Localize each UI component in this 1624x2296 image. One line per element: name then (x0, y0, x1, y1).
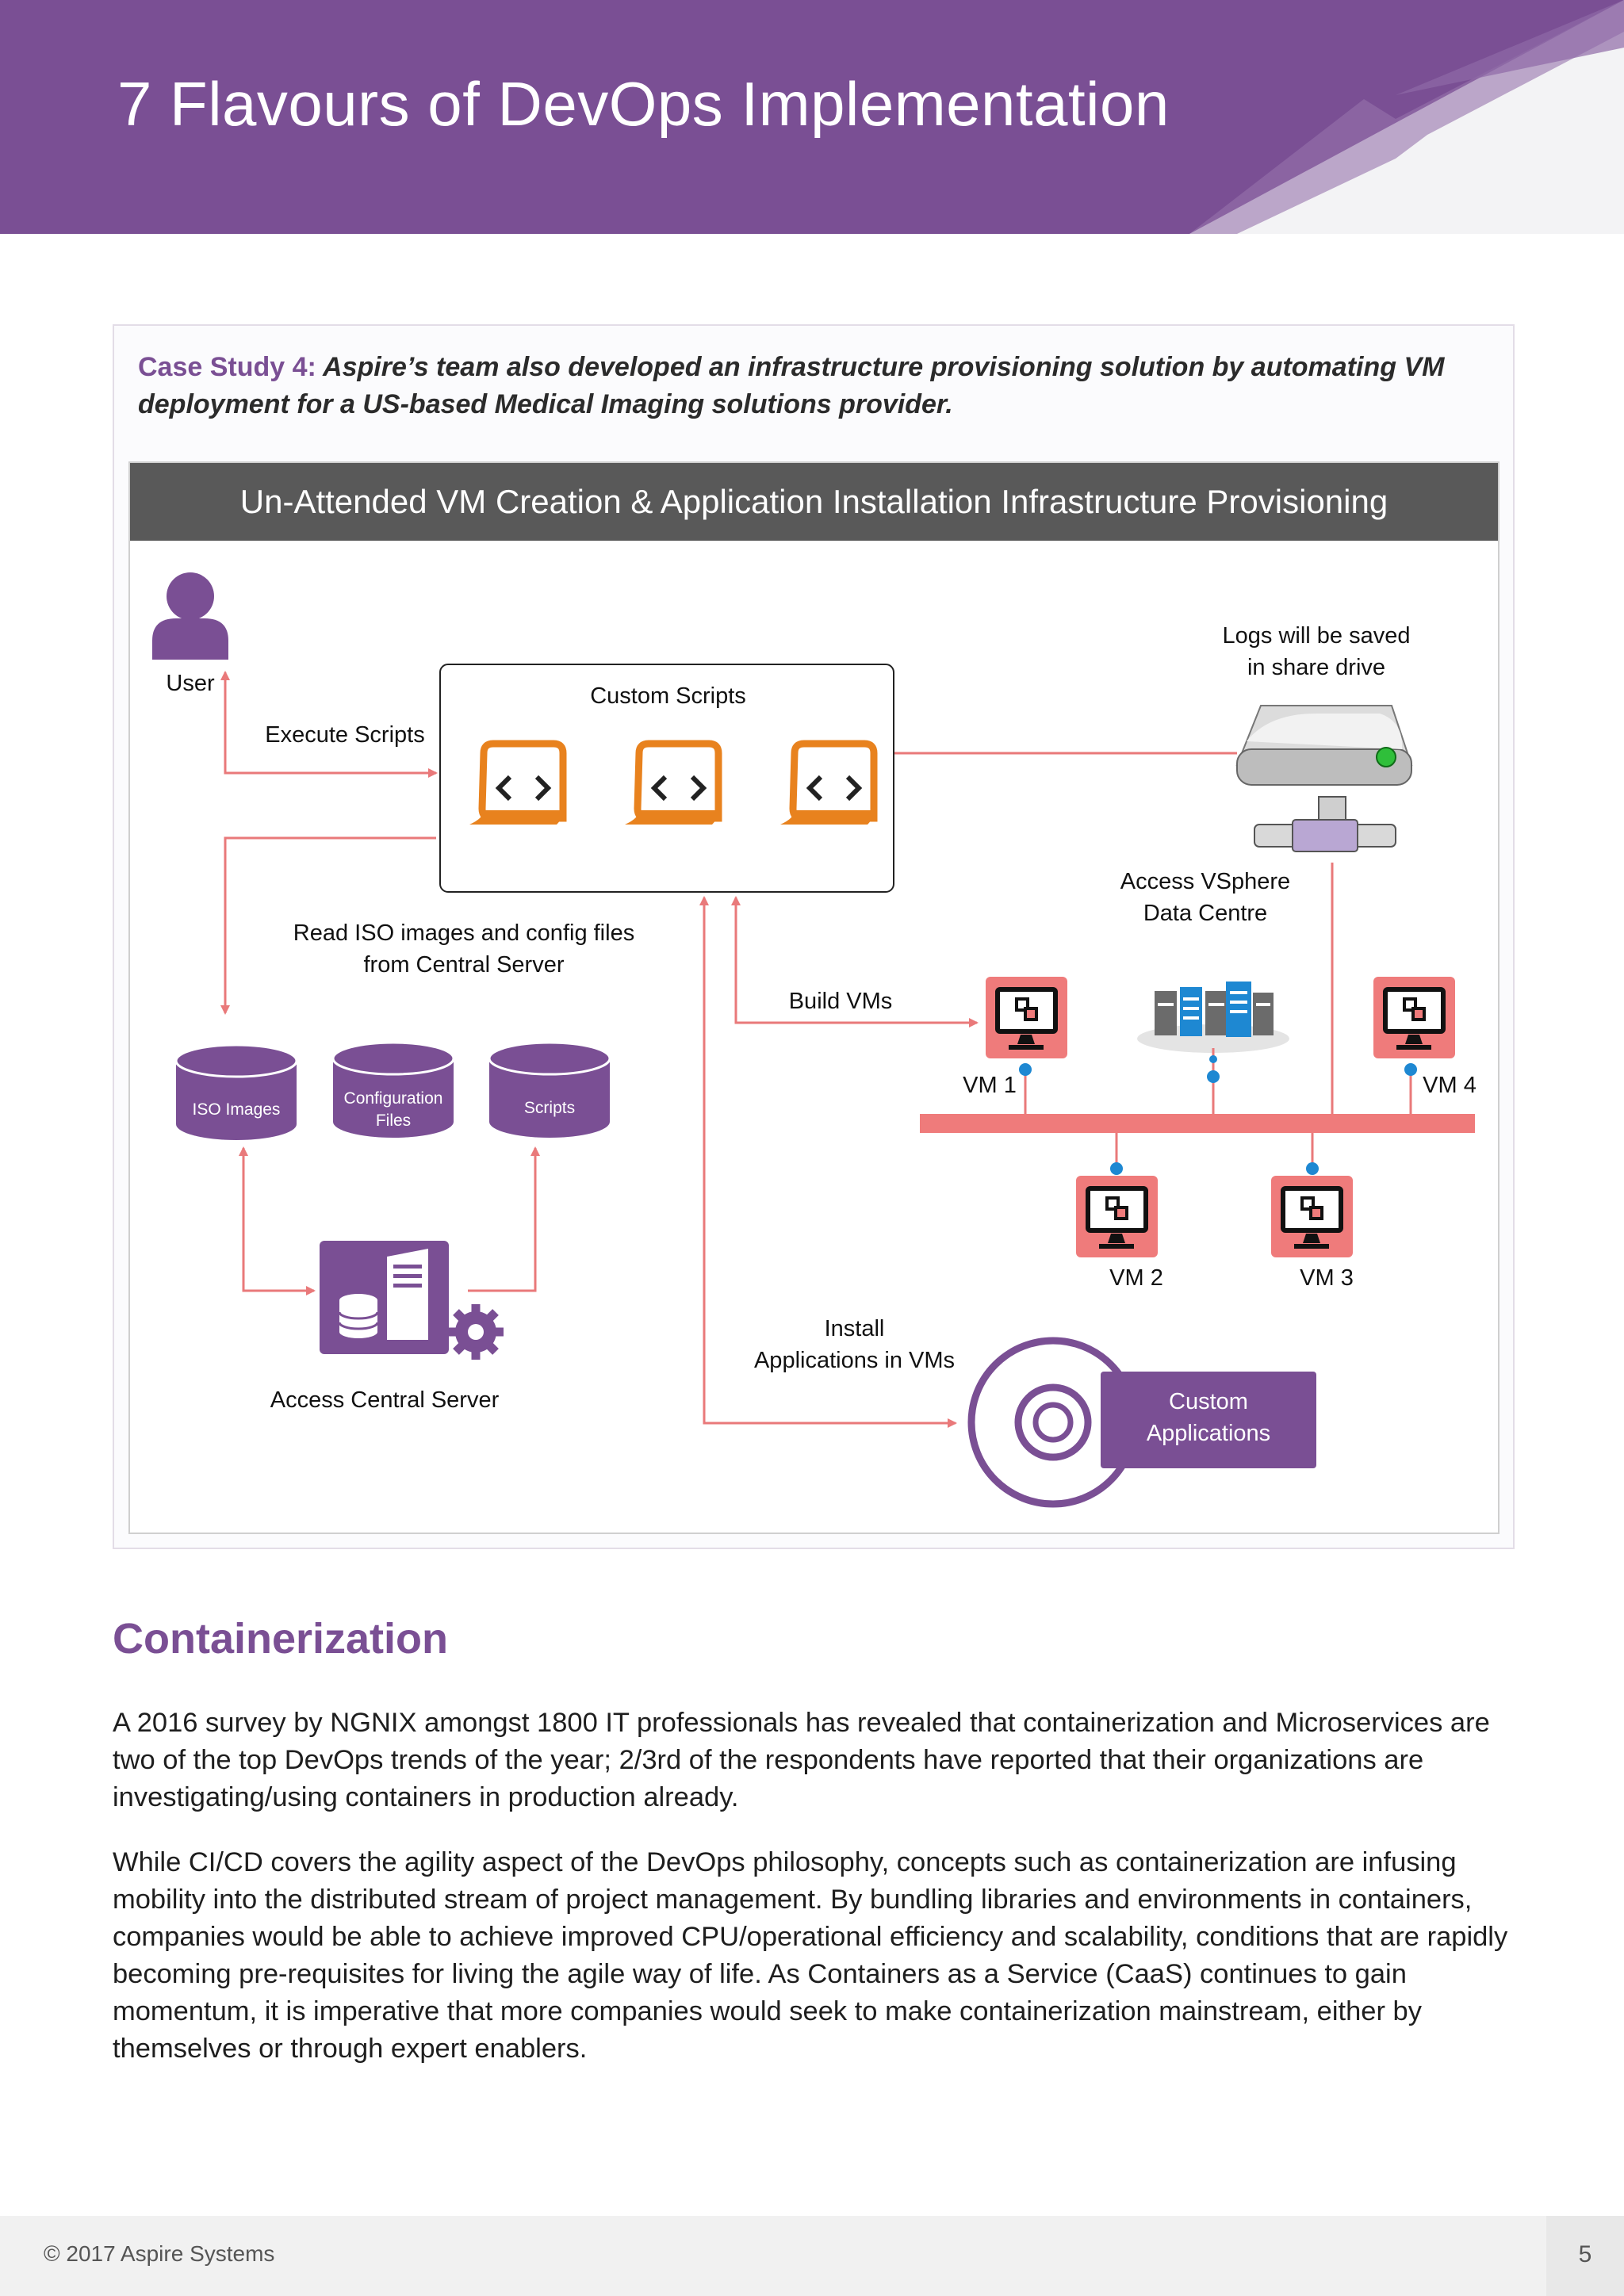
vsphere-line1: Access VSphere (1120, 869, 1291, 894)
vm3-label: VM 3 (1300, 1265, 1354, 1291)
configuration-label-line2: Files (375, 1112, 412, 1130)
page-number-background (1546, 2216, 1624, 2296)
logs-label: Logs will be saved in share drive (1189, 620, 1443, 683)
install-line1: Install (824, 1316, 885, 1341)
custom-applications-label: Custom Applications (1101, 1386, 1316, 1449)
page-title: 7 Flavours of DevOps Implementation (117, 69, 1170, 139)
iso-images-database-icon (174, 1043, 298, 1140)
custom-applications-box (1101, 1372, 1316, 1468)
read-iso-line1: Read ISO images and config files (293, 920, 635, 946)
connector-read-iso (220, 836, 436, 1015)
vsphere-label: Access VSphere Data Centre (1086, 866, 1324, 929)
custom-scripts-label: Custom Scripts (590, 683, 746, 709)
copyright: © 2017 Aspire Systems (44, 2241, 275, 2266)
case-study-label: Case Study 4: (138, 352, 316, 382)
iso-images-label: ISO Images (192, 1100, 281, 1119)
connector-server-iso (239, 1146, 314, 1292)
vm1-label: VM 1 (963, 1073, 1017, 1098)
footer (0, 2216, 1624, 2296)
header-decoration (1189, 0, 1624, 234)
network-bus (920, 1114, 1475, 1133)
share-drive-icon (1235, 705, 1413, 852)
paragraph-cicd: While CI/CD covers the agility aspect of… (113, 1847, 1508, 2064)
execute-scripts-label: Execute Scripts (265, 722, 425, 748)
configuration-files-label: Configuration Files (333, 1088, 454, 1132)
read-iso-label: Read ISO images and config files from Ce… (270, 917, 658, 981)
case-study-description: Aspire’s team also developed an infrastr… (138, 352, 1445, 419)
script-icon (625, 740, 722, 825)
scripts-database-icon (488, 1041, 611, 1138)
case-study-text: Case Study 4: Aspire’s team also develop… (138, 349, 1502, 423)
configuration-label-line1: Configuration (343, 1089, 443, 1108)
read-iso-line2: from Central Server (363, 952, 565, 978)
vm2-label: VM 2 (1109, 1265, 1163, 1291)
diagram-title: Un-Attended VM Creation & Application In… (130, 463, 1498, 541)
script-icon (780, 740, 878, 825)
logs-line2: in share drive (1247, 655, 1386, 680)
vm1-monitor-icon (986, 977, 1067, 1058)
logs-line1: Logs will be saved (1222, 623, 1411, 649)
vsphere-datacentre-icon (1137, 982, 1289, 1053)
install-label: Install Applications in VMs (733, 1313, 975, 1376)
configuration-files-database-icon (331, 1041, 455, 1138)
scripts-db-label: Scripts (523, 1099, 576, 1117)
install-line2: Applications in VMs (753, 1348, 956, 1373)
vm4-monitor-icon (1373, 977, 1455, 1058)
paragraph-survey: A 2016 survey by NGNIX amongst 1800 IT p… (113, 1708, 1490, 1812)
vm4-label: VM 4 (1423, 1073, 1477, 1098)
vm2-monitor-icon (1076, 1176, 1158, 1257)
user-icon (152, 572, 228, 660)
vm3-monitor-icon (1271, 1176, 1353, 1257)
section-title: Containerization (113, 1615, 449, 1663)
page-number: 5 (1578, 2241, 1592, 2267)
build-vms-label: Build VMs (788, 989, 893, 1014)
connector-server-scripts (468, 1146, 540, 1292)
script-icon (469, 740, 567, 825)
custom-applications-line2: Applications (1146, 1421, 1271, 1446)
central-server-icon (320, 1241, 504, 1360)
custom-applications-line1: Custom (1169, 1389, 1248, 1414)
user-label: User (166, 671, 215, 696)
central-server-label: Access Central Server (270, 1387, 500, 1413)
page-header: 7 Flavours of DevOps Implementation (0, 0, 1624, 234)
vsphere-line2: Data Centre (1143, 901, 1268, 926)
